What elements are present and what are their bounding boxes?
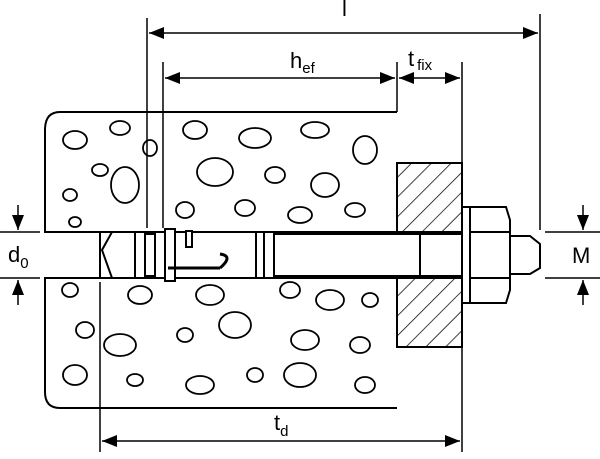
label-overall-length: l: [342, 0, 347, 21]
dimension-lines: [0, 14, 600, 452]
label-drill-depth: td: [274, 410, 288, 440]
fixture-plate: [396, 162, 463, 348]
label-drill-diameter: d0: [8, 242, 29, 272]
label-embedment-depth: hef: [290, 48, 316, 77]
label-thread-size: M: [572, 243, 590, 268]
anchor-bolt: [100, 206, 541, 304]
